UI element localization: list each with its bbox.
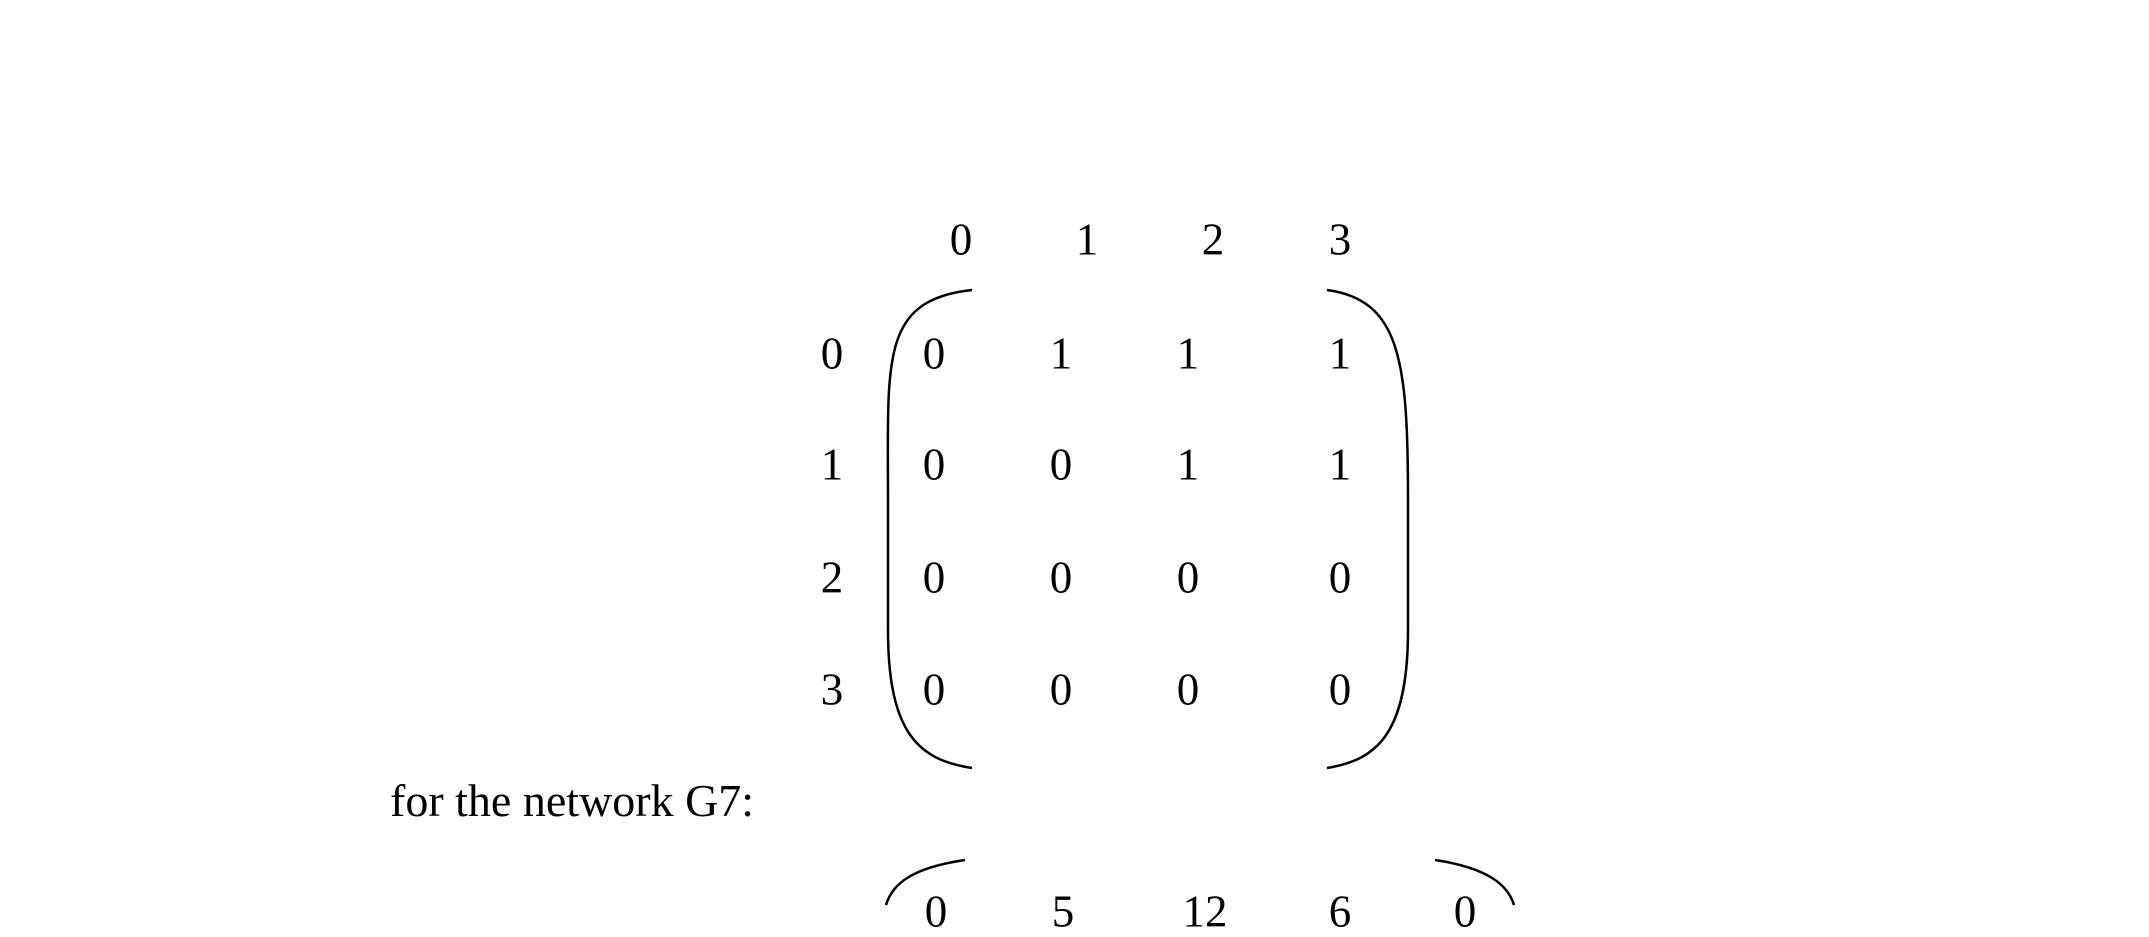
matrix-cell: 0 [1328,664,1352,715]
matrix-cell: 0 [1049,552,1073,603]
matrix-cell: 1 [1328,328,1352,379]
matrix-cell: 0 [1176,552,1200,603]
document-page: 0 1 2 3 0 1 2 3 0 1 1 1 0 0 1 1 0 0 0 0 … [390,214,1516,934]
row-header-0: 0 [820,328,844,379]
col-header-1: 1 [1075,214,1099,265]
matrix-right-paren [1326,288,1410,770]
matrix-brackets [884,288,1516,906]
partial-matrix-cell: 6 [1328,886,1352,937]
partial-matrix-left-paren [884,858,966,906]
matrix-left-paren [886,288,973,770]
partial-matrix-right-paren [1434,858,1516,906]
partial-matrix-cell: 0 [924,886,948,937]
col-header-0: 0 [949,214,973,265]
row-header-1: 1 [820,439,844,490]
partial-matrix-cell: 5 [1051,886,1075,937]
partial-matrix-cell: 0 [1453,886,1477,937]
network-caption: for the network G7: [390,775,755,826]
row-header-3: 3 [820,664,844,715]
matrix-cell: 0 [922,552,946,603]
matrix-cell: 1 [1328,439,1352,490]
partial-matrix-cell: 12 [1182,886,1228,937]
matrix-cell: 0 [922,328,946,379]
matrix-cell: 1 [1049,328,1073,379]
matrix-cell: 0 [922,439,946,490]
row-header-2: 2 [820,552,844,603]
matrix-cell: 1 [1176,328,1200,379]
matrix-cell: 1 [1176,439,1200,490]
matrix-cell: 0 [922,664,946,715]
col-header-3: 3 [1328,214,1352,265]
matrix-cell: 0 [1328,552,1352,603]
matrix-cell: 0 [1176,664,1200,715]
matrix-cell: 0 [1049,439,1073,490]
matrix-cell: 0 [1049,664,1073,715]
col-header-2: 2 [1201,214,1225,265]
